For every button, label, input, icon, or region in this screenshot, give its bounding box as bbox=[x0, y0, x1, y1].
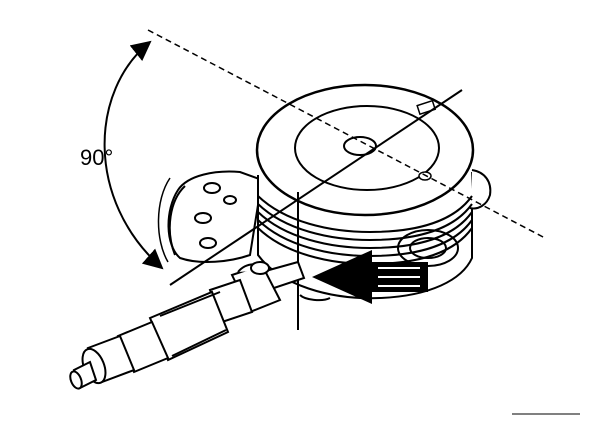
angle-label: 90° bbox=[80, 145, 113, 170]
crown-mark-icon bbox=[416, 99, 437, 116]
pin-axis-dashed-line bbox=[147, 29, 546, 239]
measurement-axis-line bbox=[169, 89, 463, 286]
crown-inner-ring bbox=[294, 105, 440, 191]
crown-center-recess bbox=[343, 136, 377, 156]
measurement-direction-arrow bbox=[312, 250, 428, 304]
skirt-measure-bracket bbox=[299, 294, 331, 302]
micrometer bbox=[69, 260, 306, 390]
flange-holes bbox=[194, 182, 237, 249]
angle-arc bbox=[103, 40, 164, 270]
valve-relief bbox=[418, 171, 432, 181]
